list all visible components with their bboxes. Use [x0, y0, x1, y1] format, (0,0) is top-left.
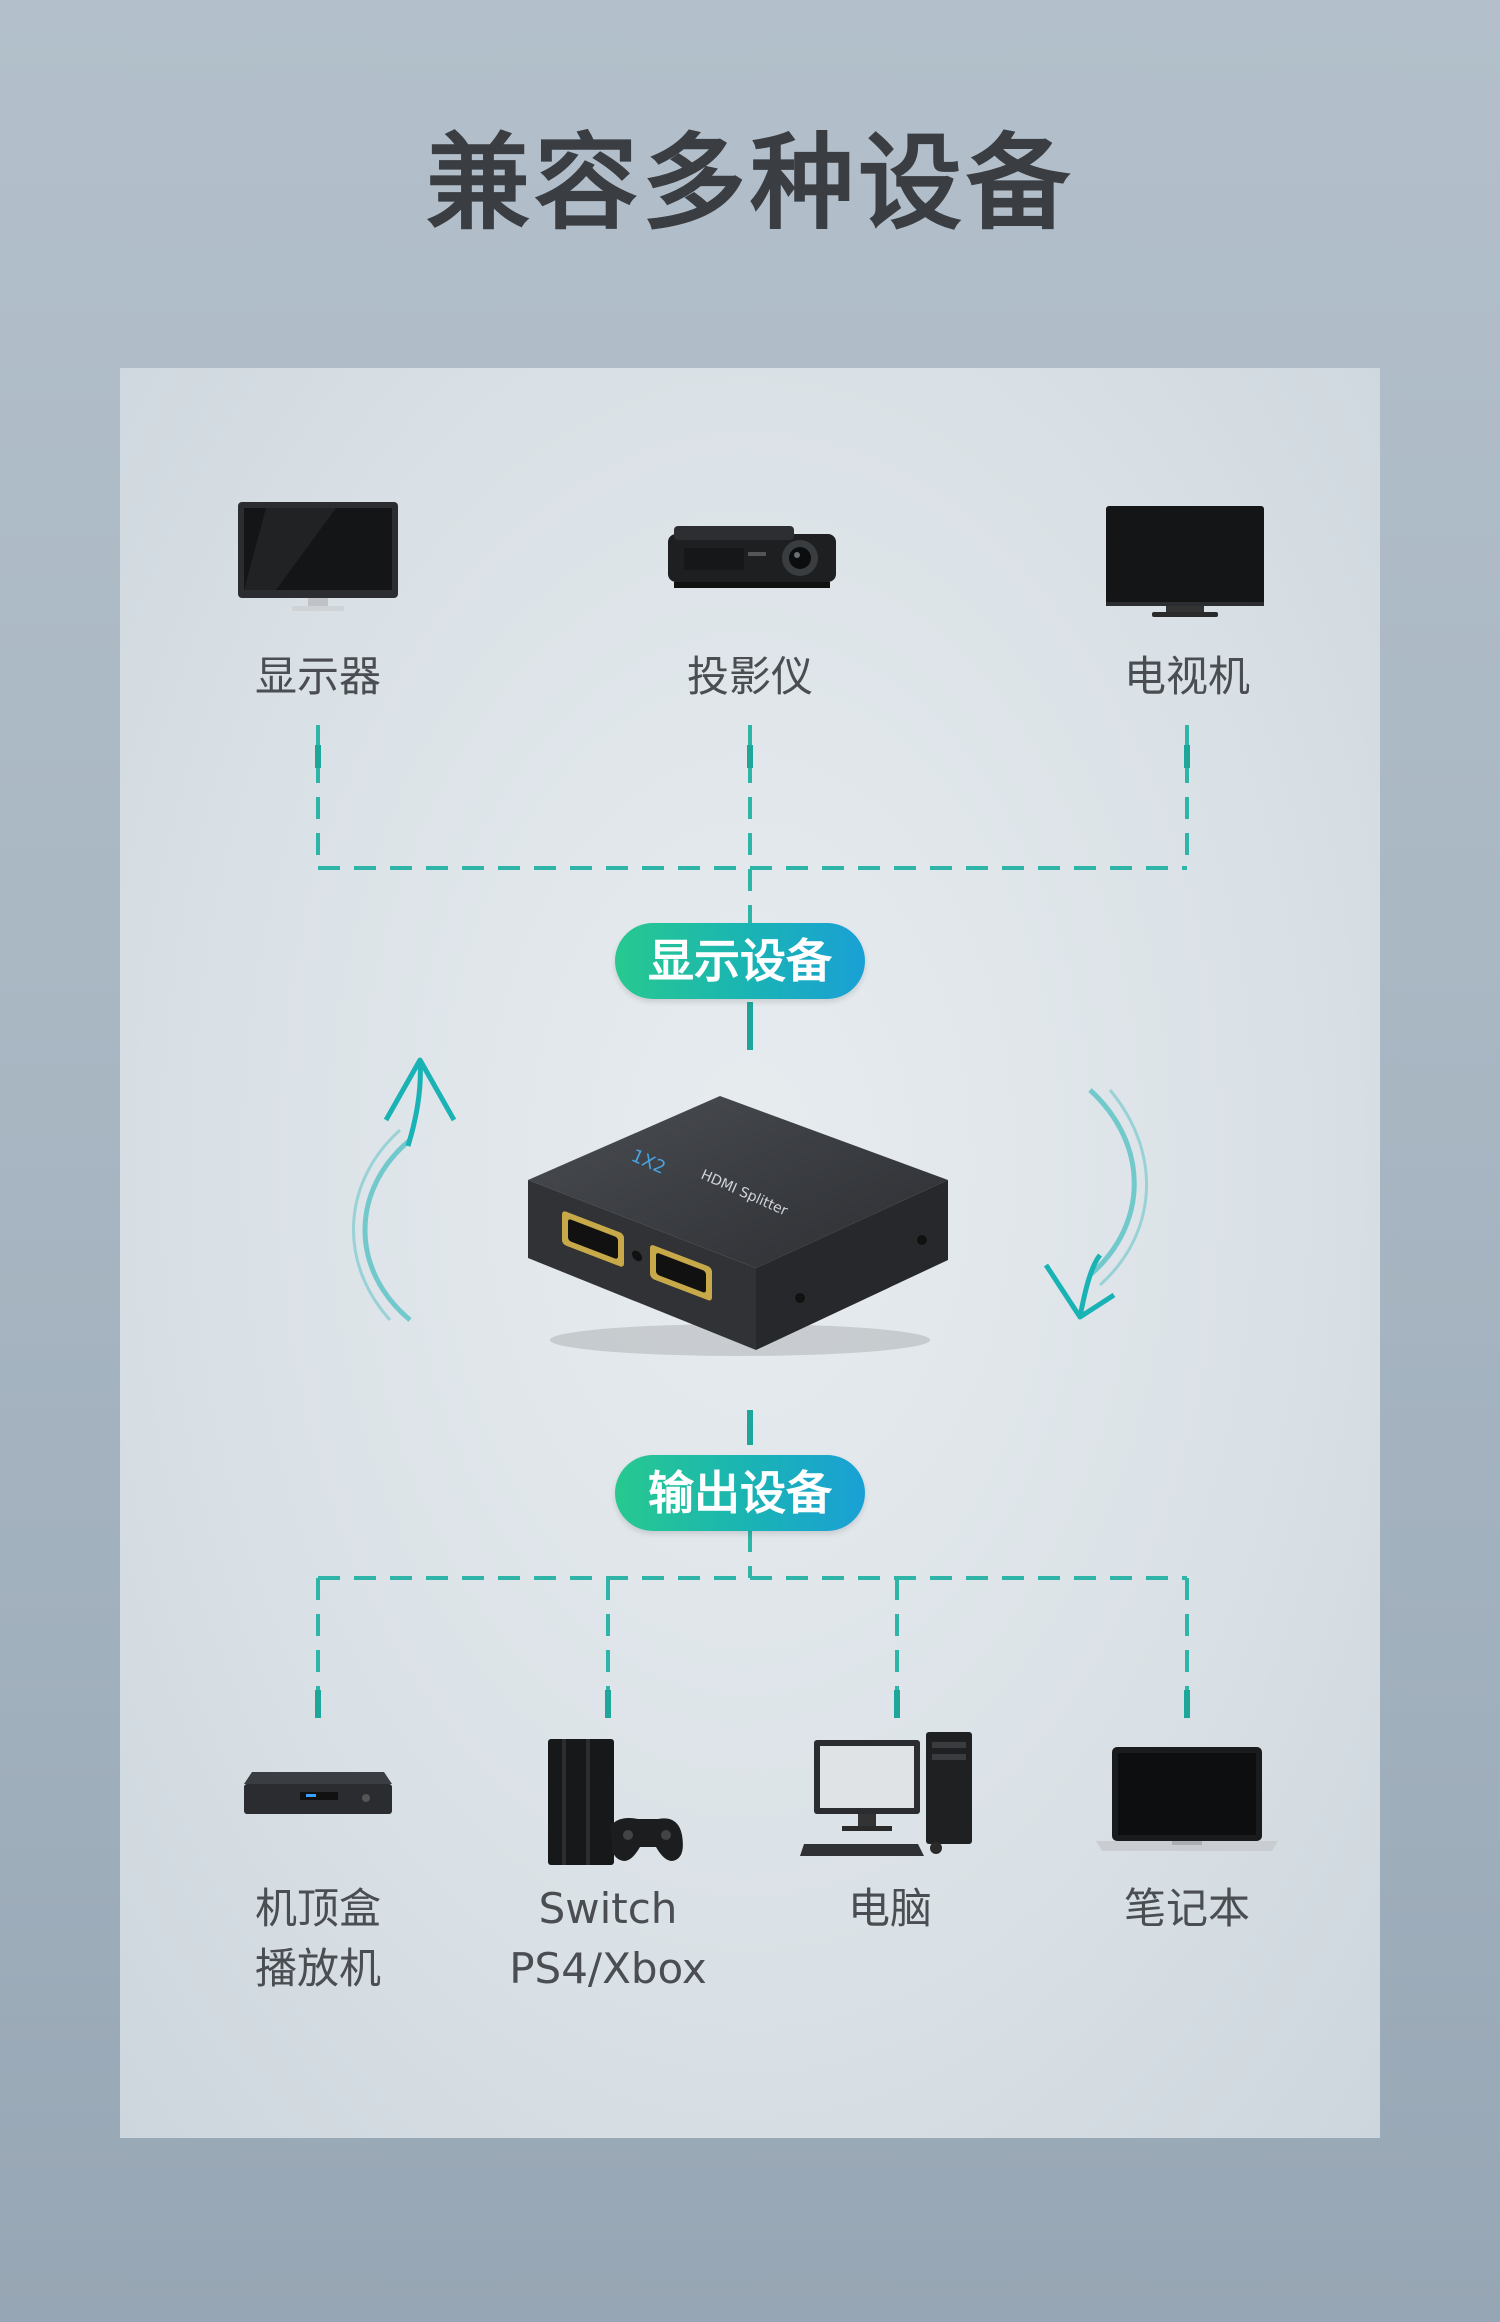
- bottom-device-label-console-line2: PS4/Xbox: [509, 1944, 707, 1993]
- page-title: 兼容多种设备: [425, 122, 1074, 244]
- projector-icon: [668, 526, 836, 588]
- output-devices-pill: 输出设备: [615, 1455, 865, 1531]
- laptop-icon: [1096, 1747, 1278, 1851]
- hdmi-splitter-icon: 1X2 HDMI Splitter: [528, 1096, 948, 1356]
- top-device-label-tv: 电视机: [1123, 652, 1250, 701]
- bottom-device-label-settop-line2: 播放机: [254, 1944, 381, 1993]
- top-device-label-monitor: 显示器: [254, 652, 381, 701]
- bottom-device-label-pc: 电脑: [847, 1884, 932, 1933]
- display-devices-pill: 显示设备: [615, 923, 865, 999]
- set-top-box-icon: [244, 1772, 392, 1814]
- curved-arrow-down-icon: [1043, 1088, 1148, 1320]
- monitor-icon: [238, 502, 398, 611]
- curved-arrow-up-icon: [352, 1057, 457, 1322]
- tv-icon: [1106, 506, 1264, 617]
- bottom-device-label-console-line1: Switch: [538, 1884, 678, 1933]
- game-console-icon: [548, 1739, 683, 1865]
- bottom-device-label-laptop: 笔记本: [1123, 1884, 1250, 1933]
- desktop-computer-icon: [800, 1732, 972, 1856]
- top-device-label-projector: 投影仪: [686, 652, 813, 701]
- bottom-device-label-settop-line1: 机顶盒: [254, 1884, 381, 1933]
